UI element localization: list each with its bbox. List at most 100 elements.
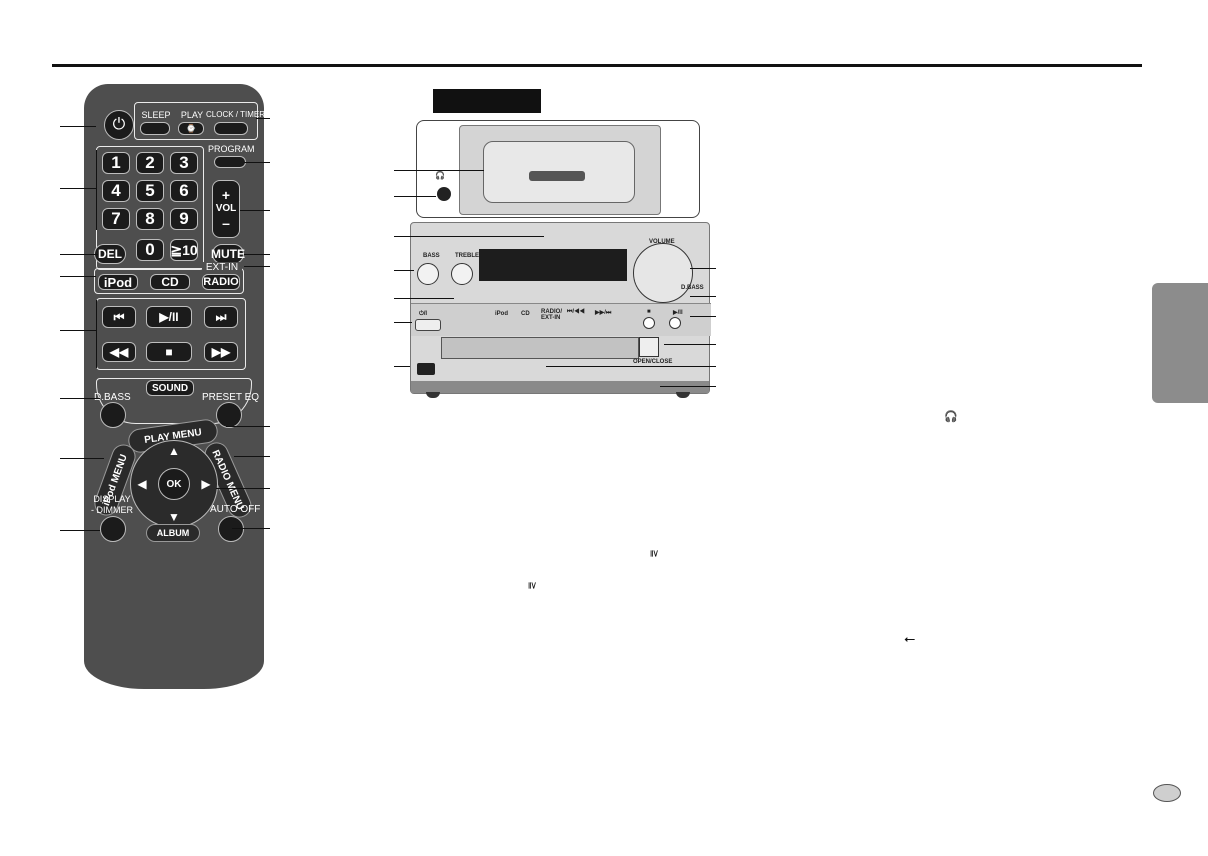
display-dimmer-label: DISPLAY - DIMMER (91, 494, 133, 515)
key-ge10[interactable]: ≧10 (170, 239, 198, 261)
foot-right (676, 392, 690, 398)
headphone-icon: 🎧 (944, 411, 958, 423)
auto-off-label: AUTO OFF (210, 504, 261, 515)
ge10-glyph: ≧ (648, 549, 660, 558)
play-timer-button[interactable]: ⌚ (178, 122, 204, 135)
key-5[interactable]: 5 (136, 180, 164, 202)
skip-back-button[interactable]: ⏮ (102, 306, 136, 328)
cd-button[interactable]: CD (150, 274, 190, 290)
lead-line (96, 300, 97, 368)
key-8[interactable]: 8 (136, 208, 164, 230)
lead-line (60, 458, 104, 459)
play-pause-label: ▶/II (673, 310, 683, 316)
sound-button[interactable]: SOUND (146, 380, 194, 396)
treble-label: TREBLE (455, 253, 479, 259)
display-dimmer-button[interactable] (100, 516, 126, 542)
lead-line (244, 162, 270, 163)
lead-line (664, 344, 716, 345)
volume-rocker[interactable]: + VOL – (212, 180, 240, 238)
dpad-up[interactable]: ▲ (168, 444, 180, 458)
program-button[interactable] (214, 156, 246, 168)
play-label: PLAY (180, 110, 204, 120)
power-standby-button[interactable] (415, 319, 441, 331)
play-pause-button[interactable]: ▶/II (146, 306, 192, 328)
lead-line (394, 196, 436, 197)
ipod-select-label: iPod (495, 311, 508, 317)
key-0[interactable]: 0 (136, 239, 164, 261)
rewind-button[interactable]: ◀◀ (102, 342, 136, 362)
stop-label: ■ (647, 309, 651, 315)
ipod-button[interactable]: iPod (98, 274, 138, 290)
lead-line (660, 386, 716, 387)
lead-line (60, 398, 100, 399)
next-label: ▶▶/⏭ (595, 310, 612, 316)
unit-d-bass-label: D.BASS (681, 285, 704, 291)
prev-label: ⏮/◀◀ (567, 309, 585, 315)
bass-label: BASS (423, 253, 440, 259)
unit-stop-button[interactable] (643, 317, 655, 329)
lead-line (244, 254, 270, 255)
sleep-label: SLEEP (141, 110, 171, 120)
lead-line (394, 322, 412, 323)
skip-forward-button[interactable]: ⏭ (204, 306, 238, 328)
key-9[interactable]: 9 (170, 208, 198, 230)
key-2[interactable]: 2 (136, 152, 164, 174)
lead-line (96, 150, 97, 230)
radio-extin-label: RADIO/ EXT-IN (541, 309, 562, 321)
bass-knob[interactable] (417, 263, 439, 285)
disc-tray (441, 337, 639, 359)
lead-line (60, 188, 96, 189)
dpad-right[interactable]: ▶ (201, 477, 211, 491)
key-3[interactable]: 3 (170, 152, 198, 174)
treble-knob[interactable] (451, 263, 473, 285)
preset-eq-button[interactable] (216, 402, 242, 428)
headphone-jack-label: 🎧 (435, 171, 445, 180)
d-bass-button[interactable] (100, 402, 126, 428)
remote-control: ⏻ SLEEP PLAY ⌚ CLOCK / TIMER 1 2 3 4 5 6… (84, 84, 265, 689)
d-bass-label: D.BASS (94, 392, 131, 403)
clock-icon: ⌚ (186, 124, 196, 133)
auto-off-button[interactable] (218, 516, 244, 542)
key-6[interactable]: 6 (170, 180, 198, 202)
fast-forward-button[interactable]: ▶▶ (204, 342, 238, 362)
open-close-button[interactable] (639, 337, 659, 357)
dpad-left[interactable]: ◀ (137, 477, 147, 491)
ok-button[interactable]: OK (158, 468, 190, 500)
vol-plus: + (221, 187, 231, 203)
usb-port[interactable] (417, 363, 435, 375)
del-button[interactable]: DEL (94, 244, 126, 264)
dpad-down[interactable]: ▼ (168, 510, 180, 524)
headphone-jack[interactable] (437, 187, 451, 201)
lead-line (690, 316, 716, 317)
album-button[interactable]: ALBUM (146, 524, 200, 542)
key-1[interactable]: 1 (102, 152, 130, 174)
section-tab (1152, 283, 1208, 403)
key-7[interactable]: 7 (102, 208, 130, 230)
power-icon: ⏻ (112, 116, 126, 133)
header-rule (52, 64, 1142, 67)
clock-timer-button[interactable] (214, 122, 248, 135)
lead-line (394, 366, 410, 367)
lead-line (216, 488, 270, 489)
control-strip (411, 303, 711, 336)
lead-line (394, 270, 414, 271)
clock-timer-label: CLOCK / TIMER (206, 110, 265, 119)
volume-knob[interactable] (633, 243, 693, 303)
key-4[interactable]: 4 (102, 180, 130, 202)
lead-line (690, 296, 716, 297)
power-button[interactable]: ⏻ (104, 110, 134, 140)
lead-line (60, 276, 96, 277)
radio-button[interactable]: RADIO (202, 274, 240, 290)
open-close-label: OPEN/CLOSE (633, 359, 673, 365)
stop-button[interactable]: ■ (146, 342, 192, 362)
lead-line (256, 118, 270, 119)
lead-line (60, 530, 100, 531)
main-unit: BASS TREBLE VOLUME D.BASS ⏻/I iPod CD RA… (410, 222, 711, 394)
unit-play-button[interactable] (669, 317, 681, 329)
sleep-button[interactable] (140, 122, 170, 135)
ok-label: OK (166, 478, 182, 490)
usb-icon: ⭠ (904, 630, 916, 646)
preset-eq-label: PRESET EQ (202, 392, 260, 403)
mute-button[interactable]: MUTE (211, 244, 245, 264)
sources-frame (94, 268, 244, 294)
